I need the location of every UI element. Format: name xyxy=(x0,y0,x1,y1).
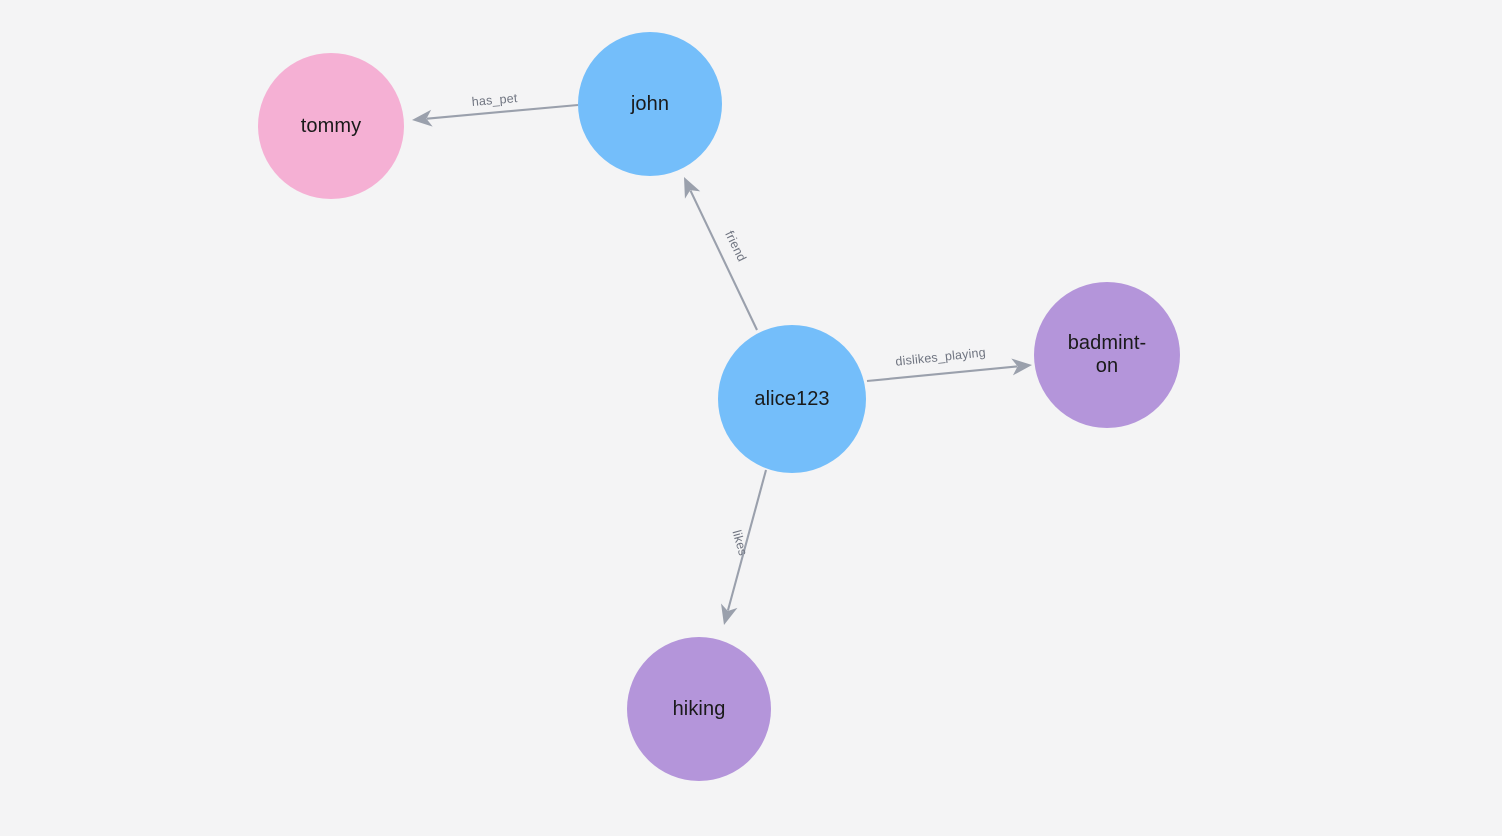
edge-line xyxy=(426,103,579,120)
edge-arrowhead-icon xyxy=(684,177,701,199)
edge-line xyxy=(726,469,768,611)
graph-node-badminton[interactable]: badmint- on xyxy=(1034,282,1180,428)
graph-edge[interactable]: likes xyxy=(721,469,768,625)
edge-label: likes xyxy=(730,528,751,557)
graph-node-alice123[interactable]: alice123 xyxy=(718,325,866,473)
graph-node-label: john xyxy=(630,92,670,115)
graph-node-label: alice123 xyxy=(754,387,830,410)
edge-label: has_pet xyxy=(471,91,518,109)
edge-line xyxy=(689,190,758,331)
edge-line xyxy=(866,365,1018,383)
graph-node-john[interactable]: john xyxy=(578,32,722,176)
graph-edge[interactable]: dislikes_playing xyxy=(866,345,1032,383)
graph-node-label: badmint- on xyxy=(1067,332,1147,377)
edge-label: dislikes_playing xyxy=(895,345,987,368)
graph-node-label: hiking xyxy=(672,697,726,720)
graph-node-tommy[interactable]: tommy xyxy=(258,53,404,199)
edge-label: friend xyxy=(722,229,749,264)
graph-node-hiking[interactable]: hiking xyxy=(627,637,771,781)
edge-arrowhead-icon xyxy=(412,109,433,127)
edge-arrowhead-icon xyxy=(721,603,738,625)
graph-edge[interactable]: friend xyxy=(684,177,758,331)
edge-arrowhead-icon xyxy=(1011,358,1032,376)
graph-node-label: tommy xyxy=(300,114,362,137)
graph-edge[interactable]: has_pet xyxy=(412,91,579,127)
